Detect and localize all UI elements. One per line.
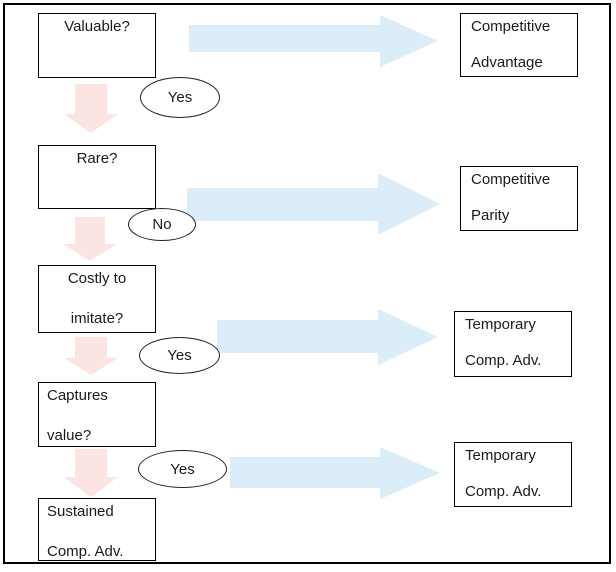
arrow-head-icon	[64, 477, 118, 497]
box-label-line: value?	[47, 427, 92, 444]
outcome-box-competitive-advantage: Competitive Advantage	[460, 13, 578, 77]
arrow-head-icon	[63, 244, 117, 261]
box-label-line: Costly to	[67, 270, 127, 287]
box-label-line: Temporary	[465, 316, 536, 333]
arrow-head-icon	[380, 15, 438, 67]
arrow-head-icon	[64, 358, 118, 375]
box-label-line: Comp. Adv.	[465, 483, 542, 500]
box-label-line: Sustained	[47, 503, 114, 520]
box-label-line: Competitive	[471, 18, 551, 35]
arrow-body	[75, 217, 105, 244]
box-label-line: Parity	[471, 207, 510, 224]
diagram-border	[3, 3, 611, 564]
box-label-line: Rare?	[76, 150, 118, 167]
arrow-head-icon	[64, 114, 118, 133]
ellipse-label: No	[152, 216, 172, 233]
ellipse-label: Yes	[170, 460, 195, 478]
outcome-box-competitive-parity: Competitive Parity	[460, 166, 578, 231]
box-label-line: Captures	[47, 387, 108, 404]
arrow-body	[189, 25, 380, 52]
arrow-body	[75, 449, 107, 477]
arrow-head-icon	[380, 447, 440, 499]
outcome-box-temporary-comp-adv-2: Temporary Comp. Adv.	[454, 442, 572, 507]
box-label-line: Comp. Adv.	[47, 543, 124, 560]
box-label-line: Temporary	[465, 447, 536, 464]
ellipse-label: Yes	[167, 89, 193, 106]
box-label-line: Comp. Adv.	[465, 352, 542, 369]
arrow-body	[187, 188, 378, 221]
arrow-body	[217, 320, 378, 353]
box-label-line: Advantage	[471, 54, 543, 71]
label-ellipse-no: No	[128, 208, 196, 241]
decision-box-costly-to-imitate: Costly to imitate?	[38, 265, 156, 333]
decision-box-rare: Rare?	[38, 145, 156, 209]
ellipse-label: Yes	[167, 347, 192, 364]
box-label-line: Competitive	[471, 171, 551, 188]
outcome-box-temporary-comp-adv-1: Temporary Comp. Adv.	[454, 311, 572, 377]
arrow-body	[75, 337, 107, 358]
box-label-line: Valuable?	[64, 18, 130, 35]
label-ellipse-yes-3: Yes	[138, 450, 227, 488]
outcome-box-sustained-comp-adv: Sustained Comp. Adv.	[38, 498, 156, 561]
decision-box-valuable: Valuable?	[38, 13, 156, 78]
arrow-body	[75, 84, 107, 114]
label-ellipse-yes-1: Yes	[140, 77, 220, 118]
box-label-line: imitate?	[70, 310, 124, 327]
arrow-head-icon	[378, 309, 438, 365]
arrow-head-icon	[378, 173, 440, 235]
decision-box-captures-value: Captures value?	[38, 382, 156, 447]
arrow-body	[230, 457, 380, 488]
label-ellipse-yes-2: Yes	[139, 337, 220, 374]
